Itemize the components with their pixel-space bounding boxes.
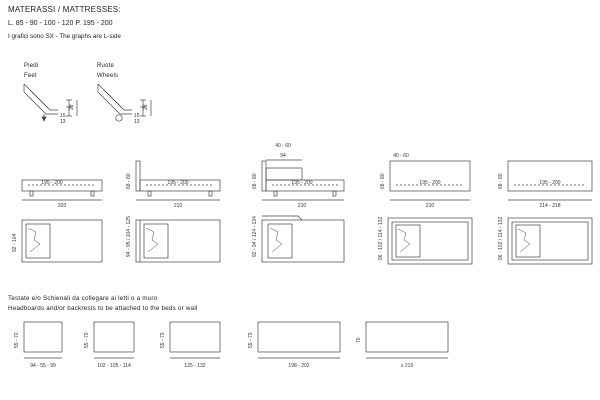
bed-2-side-view bbox=[135, 160, 221, 201]
bed-2-length: 210 bbox=[174, 203, 183, 209]
headboard-3-width: 125 - 132 bbox=[184, 363, 205, 369]
legend-dim-13: 13 bbox=[60, 119, 66, 125]
bed-4-mattress-len: 195 - 200 bbox=[419, 180, 440, 186]
legend-wheels-dim-28: 28 bbox=[143, 104, 149, 110]
headboard-5-width: ≥ 210 bbox=[401, 363, 414, 369]
bed-5-mattress-len: 195 - 200 bbox=[539, 180, 560, 186]
bed-4-length: 210 bbox=[426, 203, 435, 209]
mattress-title: MATERASSI / MATTRESSES: bbox=[8, 5, 121, 14]
headboard-4-height: 55 - 70 bbox=[248, 332, 254, 348]
bed-1-length: 203 bbox=[58, 203, 67, 209]
legend-wheels-dim-13: 13 bbox=[134, 119, 140, 125]
bed-3-top-dim: 94 bbox=[280, 153, 286, 159]
bed-5-side-view bbox=[507, 160, 593, 201]
headboard-1 bbox=[23, 321, 63, 353]
wheels-label-en: Wheels bbox=[97, 73, 119, 79]
bed-3-side-view bbox=[261, 159, 345, 201]
bed-1-top-view bbox=[21, 219, 103, 263]
feet-label-it: Piedi bbox=[24, 63, 39, 69]
bed-3-height: 68 - 80 bbox=[252, 173, 258, 189]
bed-5-length: 214 - 218 bbox=[539, 203, 560, 209]
legend-dim-15: 15 bbox=[60, 113, 66, 119]
headboard-5-height: 70 bbox=[356, 337, 362, 343]
bed-3-mattress-len: 195 - 200 bbox=[291, 180, 312, 186]
bed-1-side-view bbox=[21, 179, 103, 201]
headboards-title-en: Headboards and/or backrests to be attach… bbox=[8, 305, 198, 312]
graphs-note: I grafici sono SX - The graphs are L-sid… bbox=[8, 33, 121, 40]
bed-2-mattress-len: 195 - 200 bbox=[167, 180, 188, 186]
bed-1-depth: 92 - 104 bbox=[12, 233, 18, 252]
bed-3-length: 210 bbox=[298, 203, 307, 209]
headboard-2-height: 55 - 70 bbox=[84, 332, 90, 348]
bed-4-height: 68 - 80 bbox=[380, 173, 386, 189]
headboard-4-width: 198 - 202 bbox=[288, 363, 309, 369]
bed-5-height: 68 - 80 bbox=[498, 173, 504, 189]
bed-3-top-small: 40 - 60 bbox=[275, 143, 291, 149]
bed-3-top-view bbox=[261, 215, 345, 263]
bed-5-depth: 96 - 102 / 114 - 132 bbox=[498, 217, 504, 260]
headboard-1-height: 55 - 70 bbox=[14, 332, 20, 348]
mattress-sizes: L. 85 - 90 - 100 - 120 P. 195 - 200 bbox=[8, 20, 113, 27]
wheels-label-it: Ruote bbox=[97, 63, 115, 69]
headboard-3 bbox=[169, 321, 221, 353]
headboards-title-it: Testate e/o Schienali da collegare ai le… bbox=[8, 295, 158, 302]
feet-detail-drawing bbox=[23, 83, 78, 122]
headboard-3-height: 55 - 70 bbox=[160, 332, 166, 348]
bed-2-height: 68 - 80 bbox=[126, 173, 132, 189]
headboard-2-width: 102 - 105 - 114 bbox=[97, 363, 131, 369]
legend-dim-28: 28 bbox=[69, 104, 75, 110]
bed-4-side-view bbox=[389, 160, 471, 201]
bed-3-depth: 92 - 94 / 124 - 134 bbox=[252, 216, 258, 257]
bed-4-depth: 96 - 102 / 114 - 132 bbox=[378, 217, 384, 260]
headboard-2 bbox=[93, 321, 135, 353]
bed-2-top-view bbox=[135, 219, 221, 263]
bed-2-depth: 94 - 95 / 104 - 125 bbox=[126, 216, 132, 257]
wheels-detail-drawing bbox=[97, 83, 152, 122]
bed-1-mattress-len: 195 - 200 bbox=[41, 180, 62, 186]
headboard-5 bbox=[365, 321, 449, 353]
legend-wheels-dim-15: 15 bbox=[134, 113, 140, 119]
bed-4-top-view bbox=[387, 217, 473, 265]
headboard-4 bbox=[257, 321, 341, 353]
feet-label-en: Feet bbox=[24, 73, 37, 79]
headboard-1-width: 94 - 55 - 99 bbox=[30, 363, 56, 369]
bed-5-top-view bbox=[507, 217, 593, 265]
bed-4-top-small: 40 - 60 bbox=[393, 153, 409, 159]
